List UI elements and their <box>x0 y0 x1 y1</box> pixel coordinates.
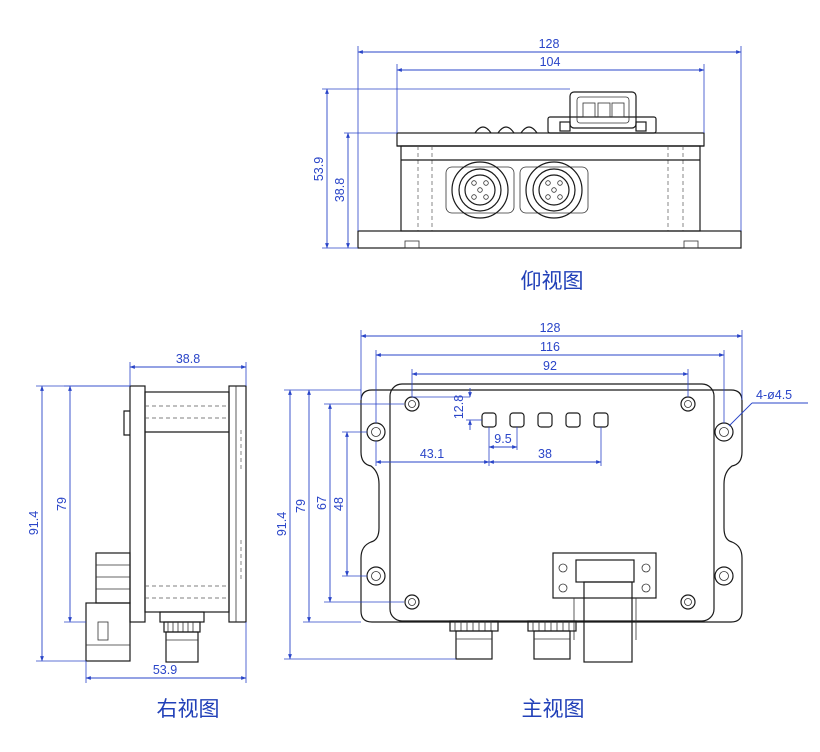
bottom-view-bumps <box>474 126 538 134</box>
right-view-body <box>144 391 230 613</box>
front-view-bottom-connector-left <box>449 620 499 660</box>
right-view-right-plate <box>228 385 247 623</box>
bottom-dim-38-8: 38.8 <box>333 178 347 202</box>
right-view-left-plate <box>129 385 146 623</box>
front-dim-128: 128 <box>540 321 561 335</box>
bottom-dim-53-9: 53.9 <box>312 157 326 181</box>
bottom-view-top-connector <box>547 91 657 134</box>
bottom-view-caption: 仰视图 <box>521 269 584 293</box>
front-dim-67: 67 <box>315 496 329 510</box>
bottom-view-m12-connector-left <box>445 161 515 219</box>
right-view: 38.8 91.4 79 53.9 右视图 <box>27 352 247 721</box>
front-view: 128 116 92 12.8 9.5 38 43.1 91.4 79 <box>275 321 808 721</box>
front-view-bottom-connector-right <box>527 620 577 660</box>
front-view-screw-holes <box>404 396 696 610</box>
right-dim-79: 79 <box>55 497 69 511</box>
bottom-view-base <box>357 230 742 249</box>
front-view-flange-outline <box>360 389 743 623</box>
front-dim-9-5: 9.5 <box>494 432 511 446</box>
right-dim-53-9: 53.9 <box>153 663 177 677</box>
right-dim-38-8: 38.8 <box>176 352 200 366</box>
bottom-view-m12-connector-right <box>519 161 589 219</box>
front-dim-79: 79 <box>294 499 308 513</box>
right-view-side-connector <box>85 552 131 662</box>
bottom-view-lid <box>396 132 705 147</box>
front-view-caption: 主视图 <box>522 697 585 721</box>
bottom-dim-104: 104 <box>540 55 561 69</box>
bottom-dim-128: 128 <box>539 37 560 51</box>
front-view-led-row <box>481 412 609 428</box>
right-view-caption: 右视图 <box>157 697 220 721</box>
front-dim-43-1: 43.1 <box>420 447 444 461</box>
front-dim-91-4: 91.4 <box>275 512 289 536</box>
front-dim-92: 92 <box>543 359 557 373</box>
right-dim-91-4: 91.4 <box>27 511 41 535</box>
front-dim-12-8: 12.8 <box>452 395 466 419</box>
front-dim-38: 38 <box>538 447 552 461</box>
right-view-bottom-connector <box>159 611 205 663</box>
front-view-side-connector <box>552 552 657 663</box>
front-dim-48: 48 <box>332 497 346 511</box>
bottom-view: 128 104 53.9 38.8 仰视图 <box>312 37 742 293</box>
front-dim-116: 116 <box>540 340 560 354</box>
front-hole-callout: 4-ø4.5 <box>756 388 792 402</box>
